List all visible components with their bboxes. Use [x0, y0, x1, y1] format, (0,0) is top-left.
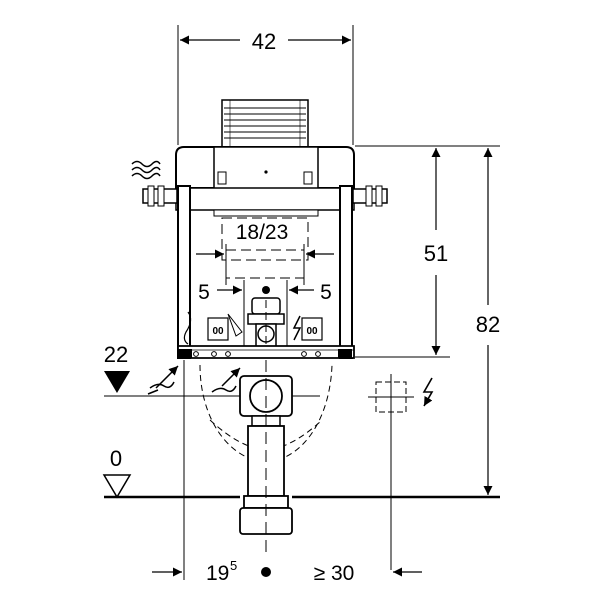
level-upper: 22: [104, 342, 320, 397]
dim-height-upper-label: 51: [424, 241, 448, 266]
socket-box-icon: [368, 374, 414, 570]
level-triangle-icon: [104, 371, 130, 393]
dim-height-total-label: 82: [476, 312, 500, 337]
dimension-offsets: 5 5: [198, 280, 332, 350]
cistern-frame: [142, 146, 388, 359]
flush-plate: [221, 99, 309, 149]
dim-bottom-left-label: 19: [206, 562, 229, 585]
water-wave-icon: [131, 160, 161, 180]
lightning-icon: [422, 377, 434, 407]
level-floor: 0: [102, 446, 500, 499]
dim-bottom-left-sup: 5: [230, 558, 237, 573]
dim-bottom-right-label: ≥ 30: [314, 562, 355, 585]
dimension-top-width: 42: [177, 25, 354, 145]
dim-top-width-label: 42: [252, 29, 276, 54]
connection-assembly: 00 00: [177, 297, 355, 360]
dim-offset-left-label: 5: [198, 281, 210, 304]
dimension-height-upper: 51: [355, 145, 450, 358]
level-triangle-outline-icon: [102, 474, 132, 499]
dim-offset-right-label: 5: [320, 281, 332, 304]
level-upper-label: 22: [104, 342, 128, 367]
dimension-frame-inner: 18/23: [196, 217, 334, 285]
drain-pipe: [199, 360, 333, 556]
dimension-bottom: 19 5 ≥ 30: [152, 558, 422, 585]
svg-text:00: 00: [212, 326, 224, 337]
level-floor-label: 0: [110, 446, 122, 471]
water-inlet-arrows: [147, 365, 241, 395]
svg-text:00: 00: [306, 326, 318, 337]
dim-frame-inner-label: 18/23: [236, 221, 289, 244]
